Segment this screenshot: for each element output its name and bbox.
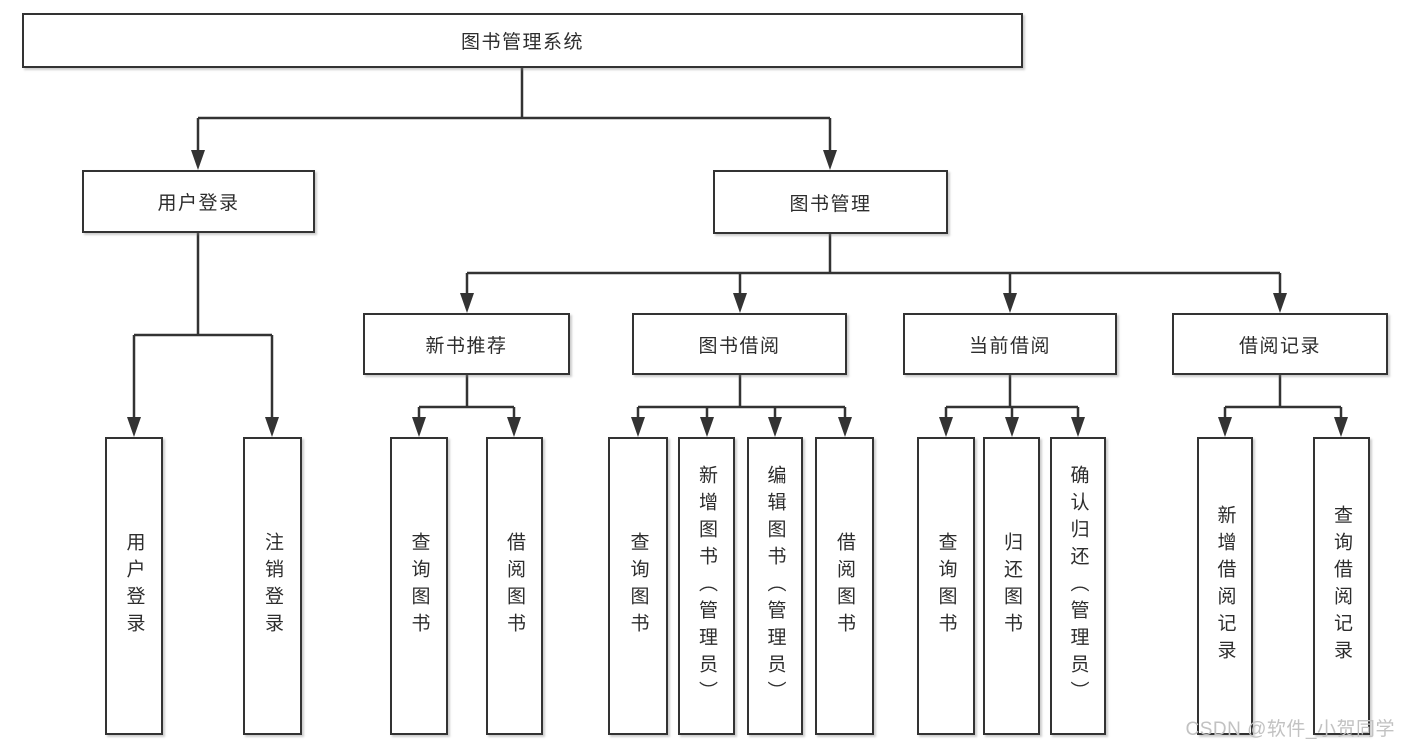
leaf-query-book-3-label: 查询图书 bbox=[935, 532, 957, 640]
leaf-query-book-1: 查询图书 bbox=[390, 437, 448, 735]
arrow-down-icon bbox=[631, 417, 645, 437]
leaf-query-book-1-label: 查询图书 bbox=[408, 532, 430, 640]
connectors-borrow-records bbox=[1218, 375, 1348, 437]
connectors-current-borrow bbox=[939, 375, 1085, 437]
arrow-down-icon bbox=[507, 417, 521, 437]
arrow-down-icon bbox=[1218, 417, 1232, 437]
node-user-login-label: 用户登录 bbox=[157, 193, 240, 214]
arrow-down-icon bbox=[1003, 293, 1017, 313]
leaf-add-borrow-record-label: 新增借阅记录 bbox=[1214, 505, 1236, 667]
csdn-watermark: CSDN @软件_小贺同学 bbox=[1185, 719, 1395, 740]
arrow-down-icon bbox=[823, 150, 837, 170]
node-current-borrow-label: 当前借阅 bbox=[968, 335, 1051, 357]
leaf-query-book-2-label: 查询图书 bbox=[627, 532, 649, 640]
leaf-user-login-label: 用户登录 bbox=[123, 532, 145, 640]
node-book-borrow: 图书借阅 bbox=[632, 313, 847, 375]
leaf-logout: 注销登录 bbox=[243, 437, 302, 735]
arrow-down-icon bbox=[733, 293, 747, 313]
node-user-login: 用户登录 bbox=[82, 170, 315, 233]
node-book-borrow-label: 图书借阅 bbox=[698, 335, 781, 357]
node-book-management: 图书管理 bbox=[713, 170, 948, 234]
leaf-query-borrow-record-label: 查询借阅记录 bbox=[1331, 505, 1352, 667]
connectors-user-login bbox=[127, 233, 279, 437]
arrow-down-icon bbox=[838, 417, 852, 437]
arrow-down-icon bbox=[1005, 417, 1019, 437]
arrow-down-icon bbox=[265, 417, 279, 437]
arrow-down-icon bbox=[460, 293, 474, 313]
node-root-library-system: 图书管理系统 bbox=[22, 13, 1023, 68]
leaf-user-login: 用户登录 bbox=[105, 437, 163, 735]
node-book-management-label: 图书管理 bbox=[789, 193, 872, 215]
arrow-down-icon bbox=[127, 417, 141, 437]
leaf-logout-label: 注销登录 bbox=[262, 532, 283, 640]
connectors-book-management bbox=[460, 234, 1287, 313]
arrow-down-icon bbox=[1071, 417, 1085, 437]
leaf-edit-book-admin: 编辑图书（管理员） bbox=[747, 437, 803, 735]
leaf-query-borrow-record: 查询借阅记录 bbox=[1313, 437, 1370, 735]
connectors-new-book-recommend bbox=[412, 375, 521, 437]
leaf-return-book-label: 归还图书 bbox=[1001, 532, 1022, 640]
node-root-label: 图书管理系统 bbox=[460, 32, 584, 53]
node-current-borrow: 当前借阅 bbox=[903, 313, 1117, 375]
node-borrow-records: 借阅记录 bbox=[1172, 313, 1388, 375]
node-new-book-recommend-label: 新书推荐 bbox=[425, 335, 508, 357]
leaf-confirm-return-admin-label: 确认归还（管理员） bbox=[1067, 464, 1089, 708]
leaf-edit-book-admin-label: 编辑图书（管理员） bbox=[764, 464, 786, 708]
leaf-query-book-2: 查询图书 bbox=[608, 437, 668, 735]
leaf-borrow-book-1: 借阅图书 bbox=[486, 437, 543, 735]
arrow-down-icon bbox=[768, 417, 782, 437]
leaf-borrow-book-2-label: 借阅图书 bbox=[834, 532, 855, 640]
leaf-add-book-admin: 新增图书（管理员） bbox=[678, 437, 735, 735]
leaf-confirm-return-admin: 确认归还（管理员） bbox=[1050, 437, 1106, 735]
arrow-down-icon bbox=[1334, 417, 1348, 437]
arrow-down-icon bbox=[412, 417, 426, 437]
arrow-down-icon bbox=[1273, 293, 1287, 313]
node-new-book-recommend: 新书推荐 bbox=[363, 313, 570, 375]
arrow-down-icon bbox=[700, 417, 714, 437]
connectors-book-borrow bbox=[631, 375, 852, 437]
leaf-add-book-admin-label: 新增图书（管理员） bbox=[696, 464, 717, 708]
arrow-down-icon bbox=[939, 417, 953, 437]
leaf-return-book: 归还图书 bbox=[983, 437, 1040, 735]
arrow-down-icon bbox=[191, 150, 205, 170]
leaf-query-book-3: 查询图书 bbox=[917, 437, 975, 735]
node-borrow-records-label: 借阅记录 bbox=[1238, 335, 1321, 357]
connectors-root bbox=[191, 68, 837, 170]
leaf-borrow-book-2: 借阅图书 bbox=[815, 437, 874, 735]
leaf-borrow-book-1-label: 借阅图书 bbox=[504, 532, 525, 640]
leaf-add-borrow-record: 新增借阅记录 bbox=[1197, 437, 1253, 735]
